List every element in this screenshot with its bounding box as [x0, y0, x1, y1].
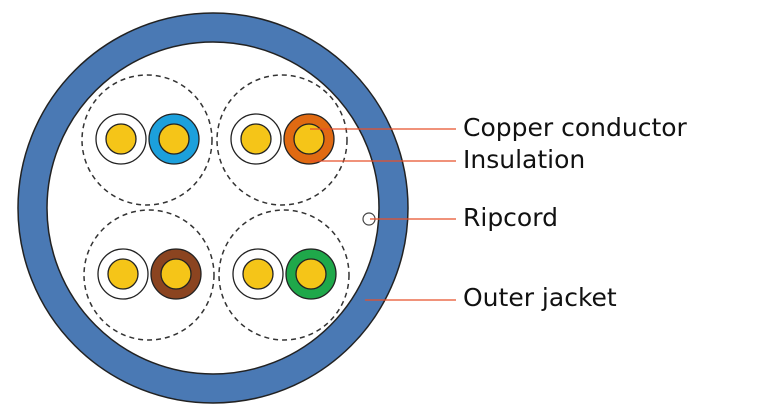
copper-conductor — [160, 258, 192, 290]
copper-conductor — [293, 123, 325, 155]
pair-shield-boundary — [216, 74, 348, 206]
copper-conductor — [158, 123, 190, 155]
copper-conductor — [107, 258, 139, 290]
label-insulation: Insulation — [463, 145, 586, 174]
copper-conductor — [295, 258, 327, 290]
label-outer-jacket: Outer jacket — [463, 283, 617, 312]
label-copper-conductor: Copper conductor — [463, 113, 687, 142]
pair-shield-boundary — [218, 209, 350, 341]
cable-interior — [46, 41, 380, 375]
pair-shield-boundary — [81, 74, 213, 206]
pair-shield-boundary — [83, 209, 215, 341]
label-ripcord: Ripcord — [463, 203, 558, 232]
copper-conductor — [240, 123, 272, 155]
copper-conductor — [105, 123, 137, 155]
copper-conductor — [242, 258, 274, 290]
